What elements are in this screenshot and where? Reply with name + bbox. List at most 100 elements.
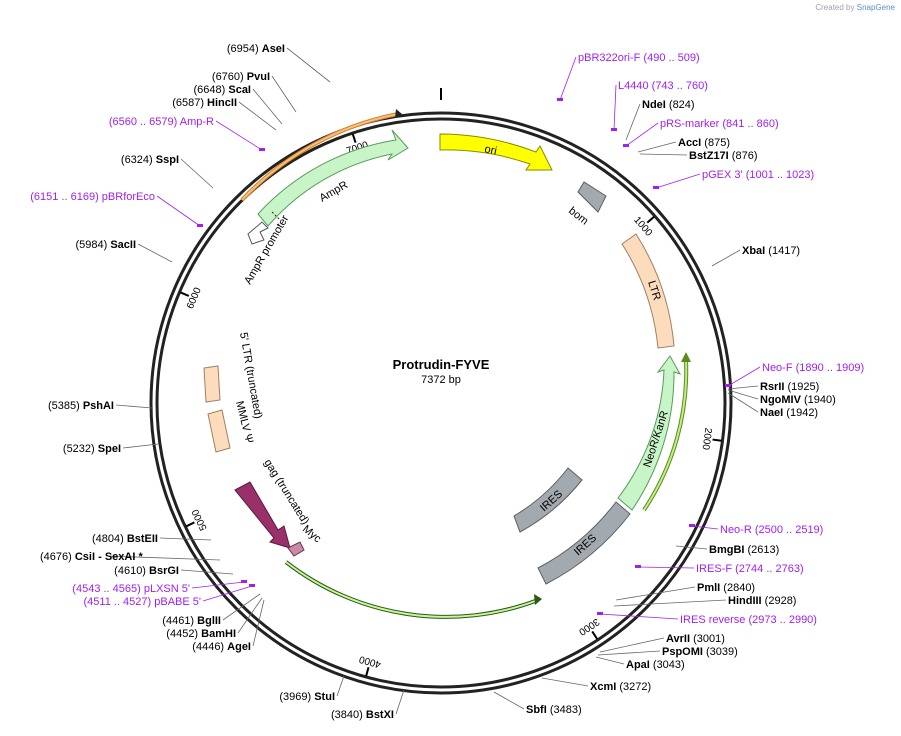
primer-plxsn-5[interactable]: (4543 .. 4565) pLXSN 5' (72, 580, 247, 595)
snapgene-credit: Created by SnapGene (815, 3, 895, 12)
site-csii[interactable]: (4676) CsiI - SexAI * (40, 551, 221, 563)
callout-line (599, 613, 679, 620)
ires-inner-box[interactable] (513, 467, 583, 533)
mmlv-psi-box[interactable] (207, 409, 231, 453)
primer-ires-reverse[interactable]: IRES reverse (2973 .. 2990) (597, 612, 817, 626)
site-text: (6587) HincII (172, 97, 237, 109)
site-text: Neo-F (1890 .. 1909) (762, 362, 864, 374)
site-acci[interactable]: AccI (875) (637, 137, 730, 153)
primer-neo-f[interactable]: Neo-F (1890 .. 1909) (725, 362, 864, 387)
site-hindiii[interactable]: HindIII (2928) (613, 595, 796, 607)
gag-truncated-arrow[interactable] (234, 481, 291, 549)
site-stui[interactable]: (3969) StuI (279, 675, 345, 703)
site-bstz17i[interactable]: BstZ17I (876) (639, 150, 757, 162)
site-xcmi[interactable]: XcmI (3272) (541, 677, 651, 693)
site-bmgbi[interactable]: BmgBI (2613) (675, 544, 779, 556)
site-bglii[interactable]: (4461) BglII (162, 593, 261, 627)
primer-prs-marker[interactable]: pRS-marker (841 .. 860) (623, 118, 779, 147)
plasmid-title: Protrudin-FYVE 7372 bp (393, 357, 490, 386)
primer-l4440[interactable]: L4440 (743 .. 760) (611, 80, 708, 131)
site-bsrgi[interactable]: (4610) BsrGI (114, 565, 234, 577)
orf-arc-orange-inner (241, 113, 399, 201)
site-text: (3840) BstXI (331, 709, 394, 721)
site-pos: (6587) (172, 97, 207, 109)
site-pos: (6648) (194, 84, 229, 96)
ruler-tick-6000 (180, 291, 190, 297)
site-pshai[interactable]: (5385) PshAI (48, 400, 153, 412)
site-name: BstXI (366, 709, 394, 721)
site-extra: - SexAI * (95, 551, 143, 563)
callout-line (493, 691, 525, 710)
ltr5-truncated-box[interactable] (203, 365, 221, 403)
site-text: (4461) BglII (162, 615, 221, 627)
callout-line (238, 101, 277, 131)
site-xbai[interactable]: XbaI (1417) (711, 245, 800, 267)
site-name: PmlI (697, 582, 723, 594)
myc-arrow[interactable] (287, 541, 305, 557)
primer-neo-r[interactable]: Neo-R (2500 .. 2519) (689, 524, 823, 536)
site-hincii[interactable]: (6587) HincII (172, 97, 277, 131)
callout-line (599, 637, 665, 653)
primer-pbr322ori-f[interactable]: pBR322ori-F (490 .. 509) (557, 52, 700, 101)
site-text: pBR322ori-F (490 .. 509) (578, 52, 700, 64)
callout-line (559, 56, 577, 101)
site-pos: (5232) (63, 443, 98, 455)
site-text: (4676) CsiI - SexAI * (40, 551, 143, 563)
neor-kanr-arrow[interactable] (617, 355, 682, 511)
primer-mark (689, 524, 695, 527)
site-apai[interactable]: ApaI (3043) (595, 656, 685, 671)
primer-pos: (6560 .. 6579) (109, 116, 180, 128)
site-sspi[interactable]: (6324) SspI (121, 154, 214, 189)
ori-arrow[interactable] (439, 133, 553, 171)
site-pos: (1925) (788, 381, 820, 393)
site-pos: (3840) (331, 709, 366, 721)
callout-line (691, 525, 719, 530)
primer-ires-f[interactable]: IRES-F (2744 .. 2763) (635, 563, 804, 575)
site-bstxi[interactable]: (3840) BstXI (331, 689, 405, 721)
callout-line (252, 599, 265, 647)
ires-outer-box[interactable] (537, 501, 631, 585)
primer-amp-r[interactable]: (6560 .. 6579) Amp-R (109, 116, 265, 151)
bom-box[interactable] (577, 181, 607, 213)
site-agei[interactable]: (4446) AgeI (192, 599, 265, 653)
site-naei[interactable]: NaeI (1942) (727, 392, 818, 419)
site-scai[interactable]: (6648) ScaI (194, 84, 283, 125)
callout-line (115, 404, 153, 409)
site-spei[interactable]: (5232) SpeI (63, 443, 159, 455)
primer-pbrforeco[interactable]: (6151 .. 6169) pBRforEco (30, 191, 203, 227)
site-text: XcmI (3272) (590, 681, 651, 693)
site-text: XbaI (1417) (742, 245, 800, 257)
primer-name: pGEX 3' (702, 169, 746, 181)
callout-line (395, 689, 405, 715)
callout-line (727, 389, 759, 400)
site-pspomi[interactable]: PspOMI (3039) (597, 646, 738, 658)
site-bamhi[interactable]: (4452) BamHI (166, 597, 263, 640)
primer-pbabe-5[interactable]: (4511 .. 4527) pBABE 5' (84, 584, 255, 608)
site-pvui[interactable]: (6760) PvuI (212, 71, 297, 113)
primer-pgex-3[interactable]: pGEX 3' (1001 .. 1023) (653, 169, 814, 189)
site-sacii[interactable]: (5984) SacII (75, 239, 173, 263)
callout-line (336, 675, 345, 697)
site-rsrii[interactable]: RsrII (1925) (727, 381, 820, 393)
site-ngomiv[interactable]: NgoMIV (1940) (727, 389, 836, 406)
site-pmli[interactable]: PmlI (2840) (615, 582, 755, 601)
ltr-box[interactable] (621, 233, 675, 349)
primer-name: pBR322ori-F (578, 52, 643, 64)
ampr-arrow[interactable] (257, 129, 409, 227)
primer-name: Neo-R (720, 524, 755, 536)
site-pos: (6324) (121, 154, 156, 166)
site-asei[interactable]: (6954) AseI (227, 43, 331, 83)
site-sbfi[interactable]: SbfI (3483) (493, 691, 582, 716)
site-text: pRS-marker (841 .. 860) (660, 118, 779, 130)
ruler-tick-5000 (185, 521, 195, 528)
ampr-promoter-arrow[interactable] (247, 221, 269, 245)
site-avrii[interactable]: AvrII (3001) (599, 633, 725, 653)
primer-pos: (490 .. 509) (643, 52, 699, 64)
site-text: SbfI (3483) (526, 704, 582, 716)
callout-line (252, 88, 283, 125)
primer-name: IRES reverse (680, 614, 748, 626)
callout-line (271, 75, 297, 113)
primer-pos: (2973 .. 2990) (748, 614, 817, 626)
site-bsteii[interactable]: (4804) BstEII (92, 533, 212, 545)
site-ndei[interactable]: NdeI (824) (625, 99, 695, 141)
